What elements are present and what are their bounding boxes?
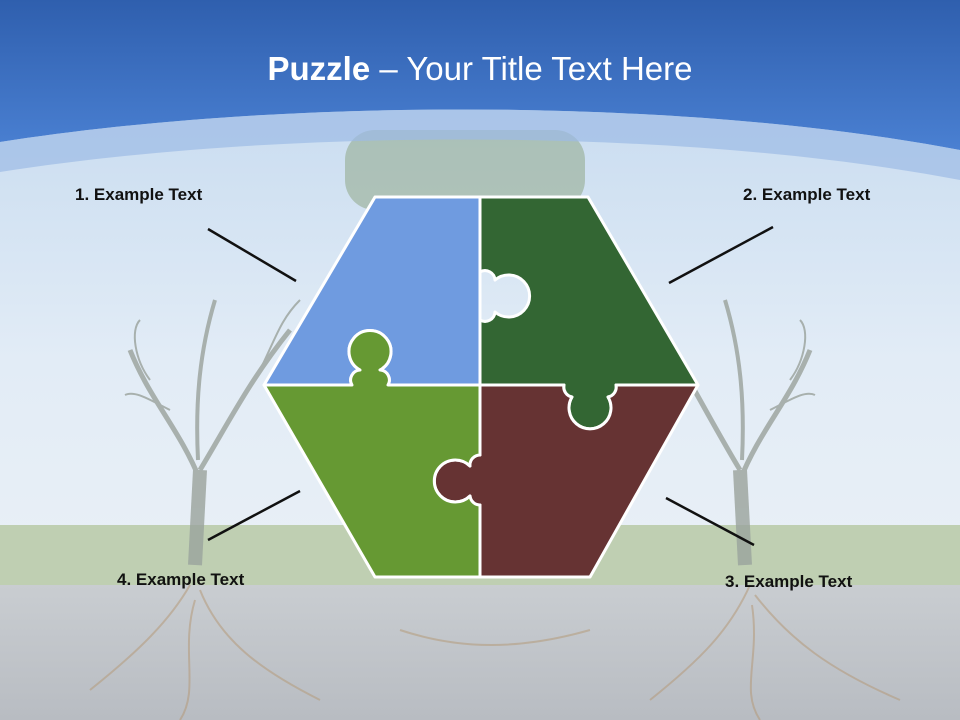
label-1: 1. Example Text [75,185,203,204]
leader-line-2 [668,225,774,285]
slide-title: Puzzle – Your Title Text Here [0,50,960,88]
title-rest: – Your Title Text Here [379,50,693,87]
puzzle-diagram [262,195,700,579]
header-arc [0,109,960,180]
title-bold: Puzzle [267,50,371,87]
label-3: 3. Example Text [725,572,853,591]
leader-line-4 [207,489,301,542]
label-2: 2. Example Text [743,185,871,204]
leader-line-3 [665,496,755,547]
ground-background [0,585,960,720]
roots-illustration [89,584,901,720]
label-4: 4. Example Text [117,570,245,589]
leader-lines [207,225,774,547]
header-band [0,0,960,150]
puzzle-piece-4 [262,329,482,579]
left-tree-illustration [124,299,301,566]
center-tree-foliage [345,130,585,210]
leader-line-1 [207,227,297,283]
